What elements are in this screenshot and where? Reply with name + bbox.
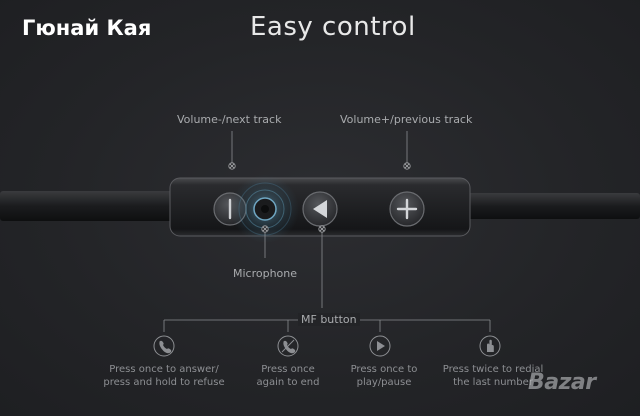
function-play-line2: play/pause [356, 377, 412, 388]
brand-name: Гюнай Кая [22, 16, 152, 40]
function-answer-line2: press and hold to refuse [103, 377, 225, 388]
mf-button-label: MF button [298, 313, 360, 326]
microphone-icon [231, 175, 299, 243]
function-answer-line1: Press once to answer/ [109, 364, 219, 375]
hang-up-icon [277, 335, 299, 357]
function-play-line1: Press once to [350, 364, 418, 375]
function-end-line1: Press once [261, 364, 315, 375]
function-end: Press once again to end [223, 363, 353, 389]
function-redial: Press twice to redial the last number [428, 363, 558, 389]
volume-up-button [389, 191, 425, 227]
function-play: Press once to play/pause [319, 363, 449, 389]
function-end-line2: again to end [256, 377, 320, 388]
function-redial-line2: the last number [453, 377, 533, 388]
page-title: Easy control [250, 12, 416, 42]
mf-button [302, 191, 338, 227]
cable-left [0, 191, 178, 221]
microphone-label: Microphone [233, 267, 298, 280]
volume-down-label: Volume-/next track [177, 113, 282, 126]
bazar-watermark: Bazar [528, 370, 596, 395]
volume-up-label: Volume+/previous track [340, 113, 473, 126]
hand-tap-icon [479, 335, 501, 357]
function-answer: Press once to answer/ press and hold to … [99, 363, 229, 389]
play-icon [369, 335, 391, 357]
cable-right [462, 193, 640, 219]
callout-markers [228, 162, 411, 233]
phone-icon [153, 335, 175, 357]
function-redial-line1: Press twice to redial [442, 364, 544, 375]
